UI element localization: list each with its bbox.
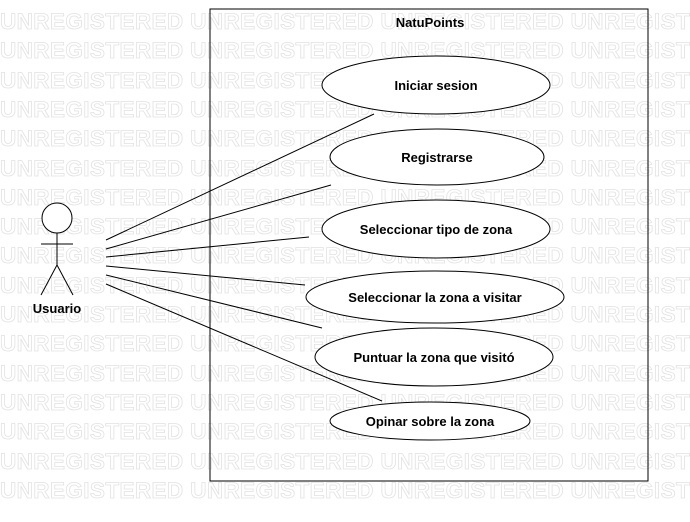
watermark-text: UNREGISTERED UNREGISTERED UNREGISTERED U… bbox=[0, 477, 690, 503]
use-case-label: Registrarse bbox=[401, 150, 473, 165]
association-iniciar-sesion[interactable] bbox=[105, 113, 375, 241]
actor-head bbox=[41, 202, 73, 234]
watermark-text: UNREGISTERED UNREGISTERED UNREGISTERED U… bbox=[0, 38, 690, 64]
associations bbox=[105, 113, 383, 402]
use-case-ellipse bbox=[329, 401, 531, 441]
use-case-label: Seleccionar la zona a visitar bbox=[348, 290, 521, 305]
actor-right-leg bbox=[56, 264, 74, 296]
actor-left-leg bbox=[40, 264, 58, 296]
association-registrarse[interactable] bbox=[105, 184, 332, 250]
association-seleccionar-zona[interactable] bbox=[105, 265, 306, 286]
watermark-text: UNREGISTERED UNREGISTERED UNREGISTERED U… bbox=[0, 9, 690, 35]
watermark-text: UNREGISTERED UNREGISTERED UNREGISTERED U… bbox=[0, 184, 690, 210]
use-case-seleccionar-la-zona-a-visitar[interactable]: Seleccionar la zona a visitar bbox=[305, 270, 565, 324]
use-case-ellipse bbox=[329, 128, 545, 186]
use-case-ellipse bbox=[314, 327, 554, 387]
use-case-seleccionar-tipo-de-zona[interactable]: Seleccionar tipo de zona bbox=[321, 199, 551, 259]
association-seleccionar-tipo[interactable] bbox=[105, 236, 310, 258]
use-case-puntuar-la-zona[interactable]: Puntuar la zona que visitó bbox=[314, 327, 554, 387]
association-opinar[interactable] bbox=[105, 283, 383, 402]
watermark-text: UNREGISTERED UNREGISTERED UNREGISTERED U… bbox=[0, 448, 690, 474]
use-case-label: Opinar sobre la zona bbox=[366, 414, 495, 429]
use-case-label: Iniciar sesion bbox=[394, 78, 477, 93]
actor-usuario[interactable]: Usuario bbox=[33, 202, 81, 316]
use-case-label: Seleccionar tipo de zona bbox=[360, 222, 513, 237]
use-case-ellipse bbox=[321, 55, 551, 115]
use-case-iniciar-sesion[interactable]: Iniciar sesion bbox=[321, 55, 551, 115]
use-case-label: Puntuar la zona que visitó bbox=[353, 350, 514, 365]
association-puntuar[interactable] bbox=[105, 274, 323, 329]
actor-name: Usuario bbox=[33, 301, 81, 316]
use-case-ellipse bbox=[321, 199, 551, 259]
use-case-registrarse[interactable]: Registrarse bbox=[329, 128, 545, 186]
system-boundary bbox=[209, 8, 649, 482]
use-case-ellipse bbox=[305, 270, 565, 324]
system-title: NatuPoints bbox=[396, 15, 465, 30]
use-case-opinar-sobre-la-zona[interactable]: Opinar sobre la zona bbox=[329, 401, 531, 441]
